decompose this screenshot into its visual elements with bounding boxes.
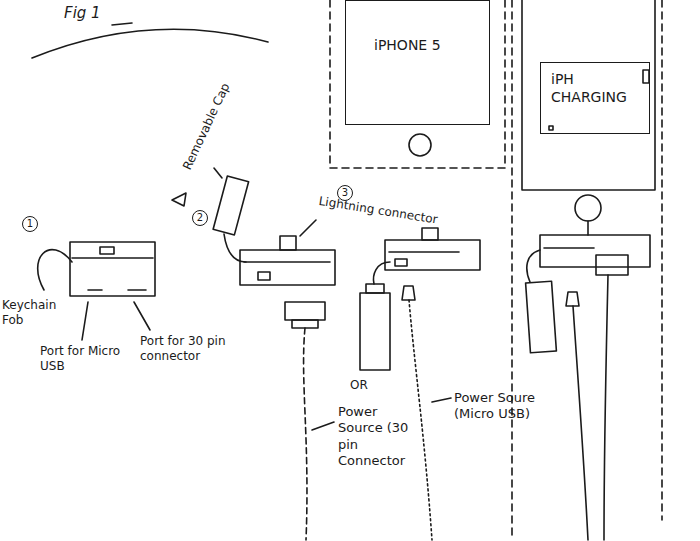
fob-seam [72,257,153,259]
micro-usb-plug [566,292,579,306]
power-cable [304,328,307,540]
power-cable [573,306,588,540]
adapter-body [540,235,650,267]
screen-text: iPHONE 5 [374,37,483,55]
leader-line [312,422,334,430]
keychain-loop [38,250,72,290]
power-cable [409,300,432,540]
adapter-port [258,272,270,280]
connector-stem [587,221,589,235]
home-button [575,195,601,221]
lightning-plug [422,228,438,240]
leader-line [214,168,222,178]
cap-neck [366,284,384,293]
part-label: Port for 30 pin connector [140,334,275,364]
lightning-plug [280,236,296,250]
leader-line [300,220,316,236]
part-label: OR [350,378,380,393]
screen-dot [549,126,553,130]
adapter-port [395,259,407,266]
adapter-body [385,240,480,270]
arrow-tip [172,193,186,206]
phone-outline [512,0,662,540]
callout-number: 3 [337,185,353,201]
leader-line [82,302,88,340]
part-label: Power Source (30 pin Connector [338,404,420,469]
figure-title: Fig 1 [64,4,154,23]
cap-tether [224,234,246,262]
phone-screen: iPH CHARGING [540,62,650,134]
part-label: Removable Cap [180,66,240,172]
removable-cap [213,176,248,235]
adapter-port [596,255,628,275]
screen-text: iPH CHARGING [551,71,636,106]
part-label: Lightning connector [318,194,449,229]
part-label: Port for Micro USB [40,344,122,374]
home-button [409,134,431,156]
micro-usb-plug [402,286,415,300]
pin-connector [285,302,325,320]
removable-cap [526,281,557,353]
phone-outline [330,0,505,168]
part-label: Keychain Fob [2,298,62,328]
side-button [643,70,649,83]
adapter-seam [389,251,459,253]
removable-cap [360,293,390,370]
leader-line [134,302,150,330]
part-label: Power Soure (Micro USB) [454,390,540,423]
power-cable [604,275,608,540]
figure-arc [32,29,268,58]
fob-body [70,242,155,296]
title-underline [112,23,132,25]
callout-number: 1 [22,216,38,232]
adapter-seam [544,247,594,249]
fob-ports [88,289,146,291]
callout-number: 2 [192,210,208,226]
pin-connector-neck [292,320,318,328]
leader-line [432,398,451,402]
phone-bezel [522,0,655,190]
cap-tether [527,250,540,282]
cap-tether [374,262,390,284]
adapter-body [240,250,335,285]
phone-screen: iPHONE 5 [345,0,490,125]
adapter-seam [244,261,330,263]
fob-slot [100,247,114,254]
